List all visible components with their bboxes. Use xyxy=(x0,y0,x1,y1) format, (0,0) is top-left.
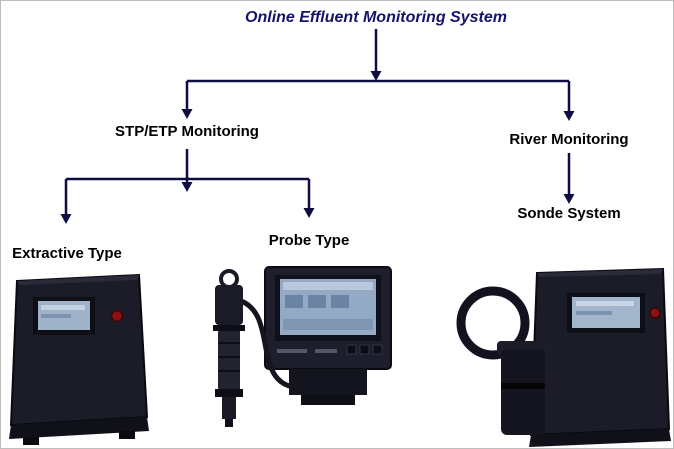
probe-cable xyxy=(239,298,294,390)
indicator-light xyxy=(649,307,661,319)
indicator-light xyxy=(110,309,124,323)
node-label-probe-type: Probe Type xyxy=(268,232,350,249)
sonde-system-image xyxy=(451,265,673,447)
diagram-title: Online Effluent Monitoring System xyxy=(245,9,507,26)
probe-with-controller-image xyxy=(197,261,397,439)
sonde-body xyxy=(501,349,545,435)
node-label-extractive-type: Extractive Type xyxy=(12,245,122,262)
node-label-stp-etp-monitoring: STP/ETP Monitoring xyxy=(115,123,259,140)
node-label-river-monitoring: River Monitoring xyxy=(509,131,629,148)
sonde-cable-loop xyxy=(456,286,530,360)
arrowhead-icons xyxy=(60,71,575,224)
extractive-analyzer-cabinet-image xyxy=(3,271,155,447)
node-label-sonde-system: Sonde System xyxy=(517,205,621,222)
probe-hanging-ring xyxy=(219,269,239,289)
